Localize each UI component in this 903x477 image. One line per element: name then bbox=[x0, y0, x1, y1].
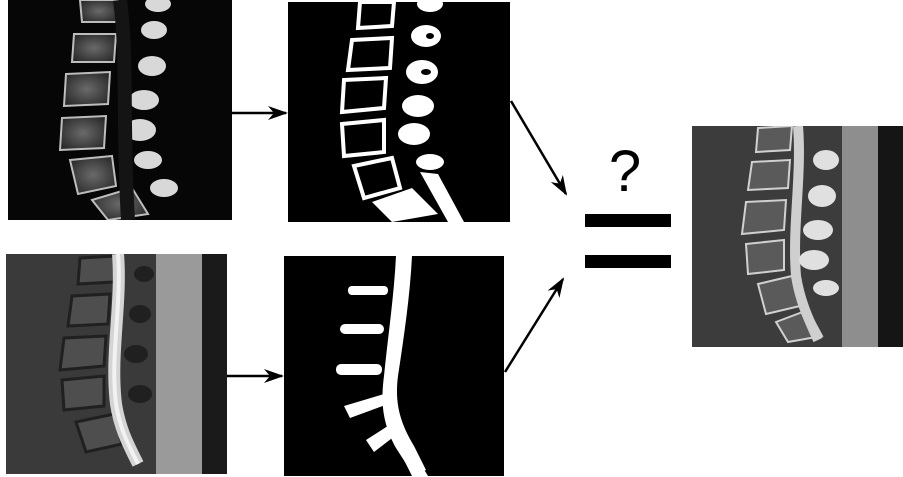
equals-sign-top-bar bbox=[585, 214, 671, 227]
question-mark: ? bbox=[602, 142, 648, 202]
equals-sign-bottom-bar bbox=[585, 255, 671, 268]
arrow-bone-seg-to-result bbox=[511, 101, 566, 194]
arrow-canal-seg-to-result bbox=[505, 279, 563, 372]
